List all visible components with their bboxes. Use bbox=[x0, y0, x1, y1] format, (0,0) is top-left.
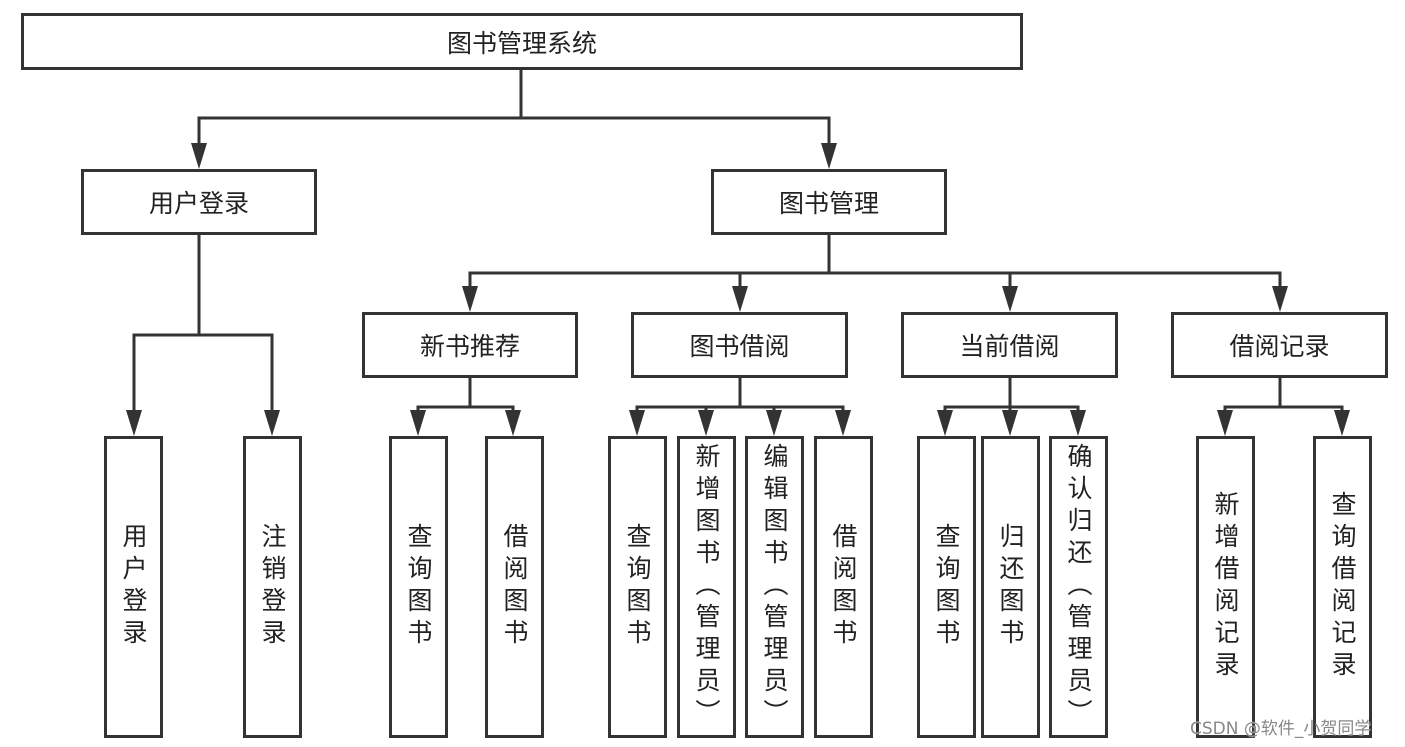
arrow-head-icon bbox=[698, 410, 714, 436]
arrow-head-icon bbox=[821, 143, 837, 169]
leaf-node-records: 新增借阅记录 bbox=[1196, 436, 1255, 738]
node-user-login: 用户登录 bbox=[81, 169, 317, 235]
arrow-head-icon bbox=[835, 410, 851, 436]
node-label: 用户登录 bbox=[148, 189, 249, 218]
leaf-node-current: 查询图书 bbox=[917, 436, 976, 738]
leaf-node-borrow: 新增图书（管理员） bbox=[677, 436, 736, 738]
arrow-head-icon bbox=[629, 410, 645, 436]
arrow-head-icon bbox=[264, 410, 280, 436]
node-label: 新书推荐 bbox=[419, 332, 520, 361]
arrow-head-icon bbox=[462, 286, 478, 312]
leaf-node-borrow: 借阅图书 bbox=[814, 436, 873, 738]
node-label: 当前借阅 bbox=[959, 332, 1060, 361]
node-new-book-recommend: 新书推荐 bbox=[362, 312, 578, 378]
root-label: 图书管理系统 bbox=[446, 28, 597, 58]
arrow-head-icon bbox=[1002, 410, 1018, 436]
arrow-head-icon bbox=[191, 143, 207, 169]
leaf-node-current: 确认归还（管理员） bbox=[1049, 436, 1108, 738]
node-current-borrow: 当前借阅 bbox=[901, 312, 1118, 378]
root-node: 图书管理系统 bbox=[21, 13, 1023, 70]
node-book-borrow: 图书借阅 bbox=[631, 312, 848, 378]
arrow-head-icon bbox=[410, 410, 426, 436]
node-borrow-records: 借阅记录 bbox=[1171, 312, 1388, 378]
leaf-node-new-books: 借阅图书 bbox=[485, 436, 544, 738]
node-label: 图书管理 bbox=[778, 189, 879, 218]
leaf-node-borrow: 编辑图书（管理员） bbox=[745, 436, 804, 738]
watermark: CSDN @软件_小贺同学 bbox=[1190, 719, 1372, 739]
leaf-node-borrow: 查询图书 bbox=[608, 436, 667, 738]
arrow-head-icon bbox=[505, 410, 521, 436]
arrow-head-icon bbox=[1272, 286, 1288, 312]
node-label: 图书借阅 bbox=[689, 332, 790, 361]
leaf-node-new-books: 查询图书 bbox=[389, 436, 448, 738]
arrow-head-icon bbox=[1334, 410, 1350, 436]
arrow-head-icon bbox=[1002, 286, 1018, 312]
arrow-head-icon bbox=[1217, 410, 1233, 436]
leaf-node-records: 查询借阅记录 bbox=[1313, 436, 1372, 738]
leaf-node-user-login: 用户登录 bbox=[104, 436, 163, 738]
arrow-head-icon bbox=[937, 410, 953, 436]
node-label: 借阅记录 bbox=[1229, 332, 1330, 361]
node-book-management: 图书管理 bbox=[711, 169, 947, 235]
leaf-node-current: 归还图书 bbox=[981, 436, 1040, 738]
arrow-head-icon bbox=[126, 410, 142, 436]
arrow-head-icon bbox=[732, 286, 748, 312]
leaf-node-user-login: 注销登录 bbox=[243, 436, 302, 738]
arrow-head-icon bbox=[1070, 410, 1086, 436]
arrow-head-icon bbox=[766, 410, 782, 436]
